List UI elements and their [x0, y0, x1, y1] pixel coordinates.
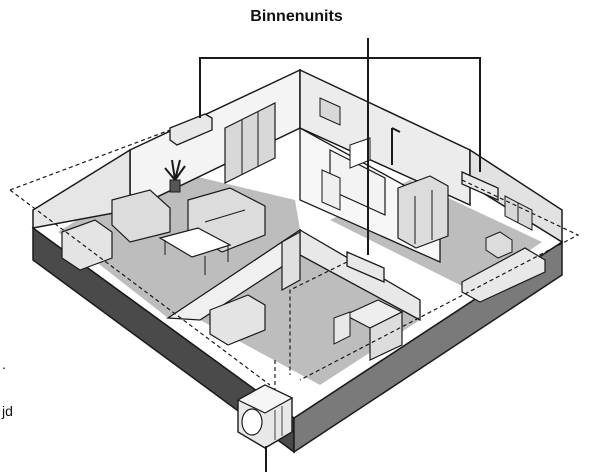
wardrobe-icon [398, 176, 448, 248]
door-icon [282, 232, 300, 290]
